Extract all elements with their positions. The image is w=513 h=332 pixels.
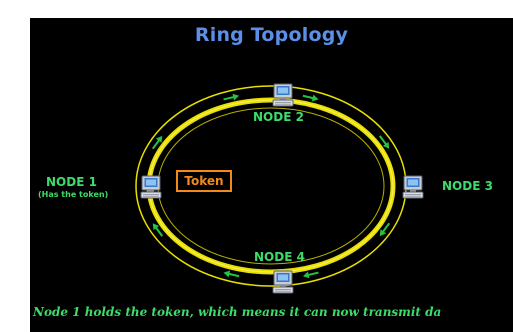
node-4-computer-icon — [272, 270, 294, 294]
node-1-computer-icon — [140, 175, 162, 199]
node-3-label: NODE 3 — [442, 179, 493, 193]
flow-arrow-icon — [302, 94, 319, 102]
node-1-note: (Has the token) — [38, 190, 109, 199]
flow-arrow-icon — [379, 222, 391, 237]
diagram-title: Ring Topology — [194, 24, 349, 46]
flow-arrow-icon — [151, 135, 163, 150]
node-2-label: NODE 2 — [253, 110, 304, 124]
token-box: Token — [176, 170, 232, 192]
flow-arrow-icon — [223, 93, 240, 101]
node-3-computer-icon — [402, 175, 424, 199]
flow-arrow-icon — [223, 270, 240, 278]
flow-arrow-icon — [378, 135, 390, 149]
diagram-panel: Ring Topology — [30, 18, 513, 332]
node-1-label: NODE 1 — [46, 175, 97, 189]
node-4-label: NODE 4 — [254, 250, 305, 264]
flow-arrow-icon — [302, 271, 319, 279]
caption: Node 1 holds the token, which means it c… — [33, 305, 442, 319]
arrow-group — [151, 93, 391, 279]
node-2-computer-icon — [272, 83, 294, 107]
flow-arrow-icon — [152, 223, 164, 237]
